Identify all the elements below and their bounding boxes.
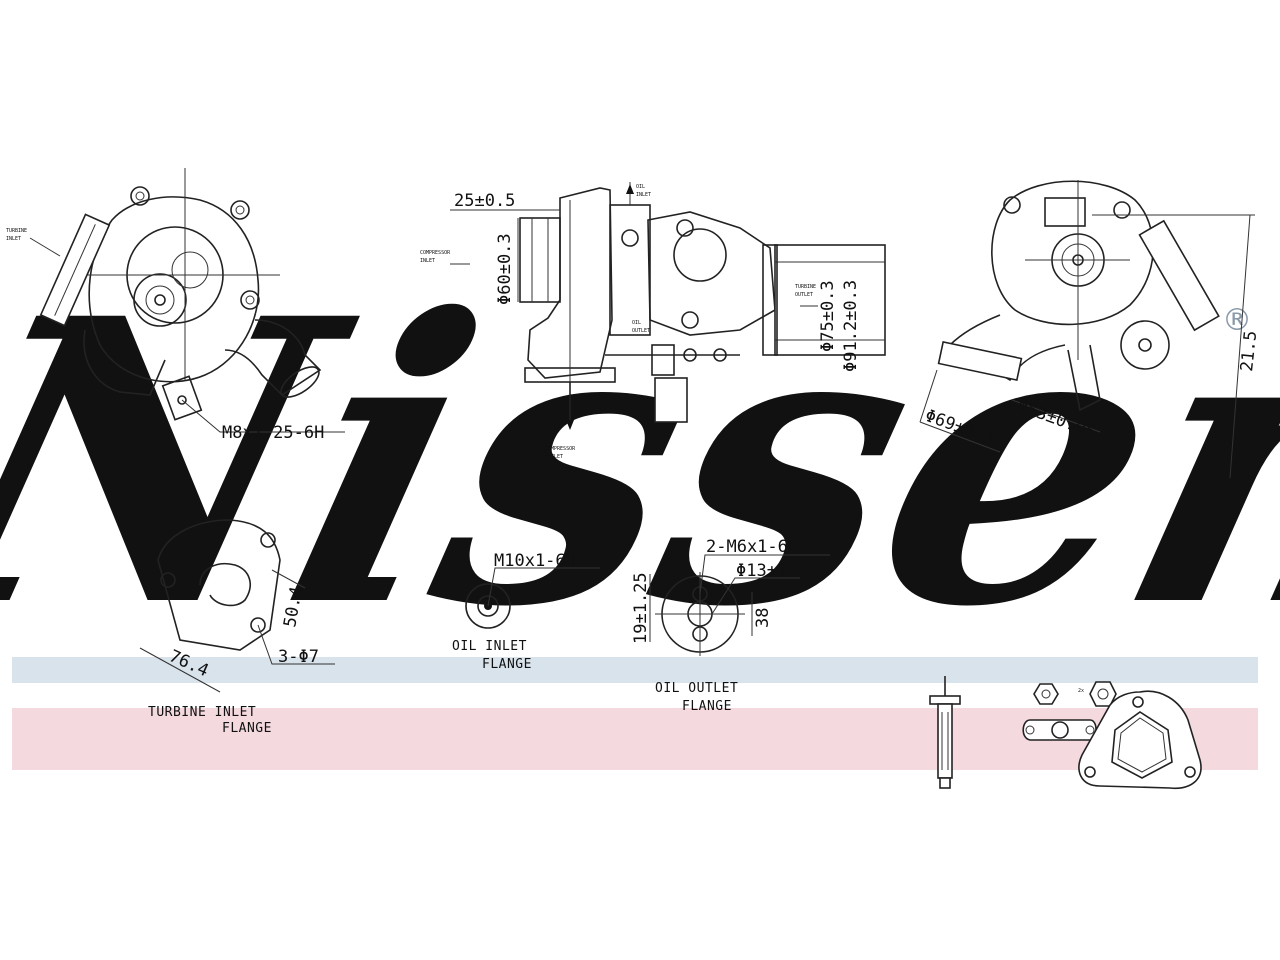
- oil-outlet-dim-left: 19±1.25: [631, 572, 651, 644]
- oil-inlet-thread: M10x1-6H: [494, 551, 576, 571]
- side-dim-outlet-1: Φ75±0.3: [818, 280, 838, 352]
- oil-inlet-label-2: FLANGE: [482, 657, 532, 672]
- stud-bolt: [929, 676, 961, 789]
- oil-outlet-dim-right: 38: [753, 608, 773, 628]
- side-oil-out-label-2: OUTLET: [632, 328, 650, 334]
- oil-outlet-thread: 2-M6x1-6H: [706, 537, 798, 557]
- front-view: M8x1.25-6H TURBINE INLET: [6, 168, 345, 443]
- oil-outlet-label-2: FLANGE: [682, 699, 732, 714]
- side-dim-outlet-2: Φ91.2±0.3: [841, 280, 861, 372]
- oil-inlet-flange: M10x1-6H OIL INLET FLANGE: [452, 551, 600, 672]
- oil-inlet-label-1: OIL INLET: [452, 639, 527, 654]
- small-gasket: [1022, 719, 1097, 741]
- flange-holes: 3-Φ7: [278, 647, 319, 667]
- side-inlet-label-2: INLET: [420, 258, 435, 264]
- side-oil-label-1: OIL: [636, 184, 645, 190]
- kit-parts: 2x: [929, 676, 1202, 789]
- front-inlet-label-2: INLET: [6, 236, 21, 242]
- side-comp-out-label-1: COMPRESSOR: [545, 446, 576, 452]
- watermark-brand: Nissens: [0, 235, 1280, 693]
- oil-outlet-flange: 2-M6x1-6H Φ13±1 19±1.25 38 OIL OUTLET FL…: [631, 537, 830, 714]
- flange-label-2: FLANGE: [222, 721, 272, 736]
- oil-outlet-label-1: OIL OUTLET: [655, 681, 738, 696]
- side-outlet-label-1: TURBINE: [795, 284, 816, 290]
- oil-outlet-bore: Φ13±1: [736, 561, 787, 581]
- side-dim-top: 25±0.5: [454, 191, 515, 211]
- nuts: 2x: [1033, 681, 1117, 707]
- flange-label-1: TURBINE INLET: [148, 705, 256, 720]
- side-outlet-label-2: OUTLET: [795, 292, 813, 298]
- side-view: 25±0.5 Φ60±0.3 COMPRESSOR INLET OIL INLE…: [420, 182, 886, 460]
- side-comp-out-label-2: OUTLET: [545, 454, 563, 460]
- front-inlet-label-1: TURBINE: [6, 228, 27, 234]
- side-oil-label-2: INLET: [636, 192, 651, 198]
- side-oil-out-label-1: OIL: [632, 320, 641, 326]
- front-thread-label: M8x1.25-6H: [222, 423, 324, 443]
- nut-count-label: 2x: [1078, 688, 1084, 694]
- triangle-gasket: [1078, 690, 1202, 789]
- side-dim-bore: Φ60±0.3: [495, 233, 515, 305]
- watermark-band-blue: [12, 657, 1258, 683]
- watermark: Nissens ®: [0, 235, 1280, 770]
- side-inlet-label-1: COMPRESSOR: [420, 250, 451, 256]
- rear-dim-height: 21.5: [1237, 330, 1261, 373]
- watermark-registered: ®: [1222, 303, 1252, 338]
